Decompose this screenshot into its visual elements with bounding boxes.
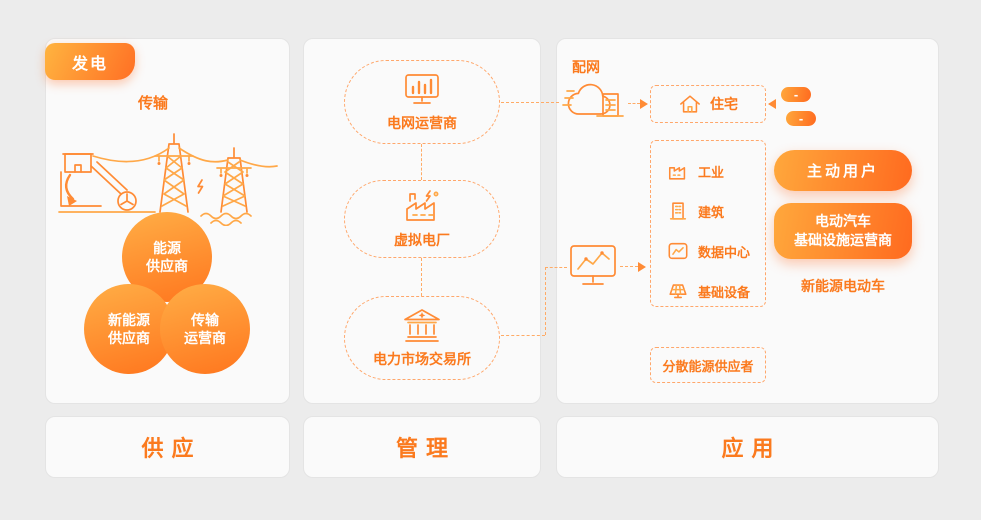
minus-pill-1-label: - xyxy=(793,87,799,102)
arrow-right-icon-residential xyxy=(640,99,648,109)
connector-cloud-to-arrow xyxy=(628,103,640,104)
data-center-icon xyxy=(668,242,688,260)
apply-footer: 应用 xyxy=(556,416,939,478)
consumer-row-industry: 工业 xyxy=(666,151,765,191)
new-energy-supplier-line2: 供应商 xyxy=(108,330,150,346)
arrow-left-icon-residential xyxy=(768,99,776,109)
connector-monitor-to-arrow xyxy=(620,266,638,267)
arrow-right-icon-consumers xyxy=(638,262,646,272)
data-center-label: 数据中心 xyxy=(698,244,751,260)
consumer-row-datacenter: 数据中心 xyxy=(666,231,765,271)
monitor-chart-icon xyxy=(405,73,439,104)
connector-node1-node2 xyxy=(421,144,422,180)
monitor-analytics-icon xyxy=(570,245,616,285)
minus-pill-2-label: - xyxy=(798,111,804,126)
transmission-label: 传输 xyxy=(138,95,169,112)
market-exchange-node: 电力市场交易所 xyxy=(344,296,500,380)
residential-label: 住宅 xyxy=(710,96,738,112)
generation-badge: 发电 xyxy=(45,43,135,80)
ev-infrastructure-operator-button: 电动汽车 基础设施运营商 xyxy=(774,203,912,259)
infrastructure-label: 基础设备 xyxy=(698,284,751,300)
transmission-operator-line1: 传输 xyxy=(191,311,219,328)
virtual-plant-label: 虚拟电厂 xyxy=(394,231,450,248)
active-user-button: 主动用户 xyxy=(774,150,912,191)
bank-icon xyxy=(404,308,440,342)
factory-icon xyxy=(406,189,439,221)
consumer-row-building: 建筑 xyxy=(666,191,765,231)
consumers-group-box: 工业 建筑 数据中心 基础设备 xyxy=(650,140,766,307)
power-plant-illustration xyxy=(58,133,278,226)
industry-icon xyxy=(668,167,686,180)
active-user-label: 主动用户 xyxy=(806,163,879,180)
industry-label: 工业 xyxy=(698,164,725,180)
new-energy-supplier-line1: 新能源 xyxy=(108,311,150,328)
residential-box: 住宅 xyxy=(650,85,766,123)
new-energy-supplier-circle: 新能源 供应商 xyxy=(84,284,174,374)
connector-market-horizontal xyxy=(501,335,545,336)
connector-to-monitor xyxy=(545,267,567,268)
apply-footer-label: 应用 xyxy=(721,436,782,461)
generation-badge-label: 发电 xyxy=(71,55,108,73)
manage-footer: 管理 xyxy=(303,416,541,478)
consumer-row-infrastructure: 基础设备 xyxy=(666,271,765,311)
virtual-plant-node: 虚拟电厂 xyxy=(344,180,500,258)
supply-footer: 供应 xyxy=(45,416,290,478)
supply-footer-label: 供应 xyxy=(141,436,202,461)
building-icon xyxy=(669,202,687,220)
connector-node2-node3 xyxy=(421,258,422,296)
distribution-grid-label: 配网 xyxy=(572,59,600,75)
manage-footer-label: 管理 xyxy=(395,436,456,461)
solar-panel-icon xyxy=(669,284,687,299)
grid-operator-node: 电网运营商 xyxy=(344,60,500,144)
distributed-energy-box: 分散能源供应者 xyxy=(650,347,766,383)
house-icon xyxy=(680,95,700,113)
distributed-energy-label: 分散能源供应者 xyxy=(662,358,754,374)
cloud-network-icon xyxy=(562,83,624,117)
energy-supplier-line1: 能源 xyxy=(153,239,181,256)
ev-note-label: 新能源电动车 xyxy=(801,278,885,294)
building-label: 建筑 xyxy=(698,204,725,220)
minus-pill-1: - xyxy=(781,87,811,102)
connector-market-vertical xyxy=(545,267,546,335)
transmission-operator-line2: 运营商 xyxy=(184,330,226,346)
ev-operator-line1: 电动汽车 xyxy=(815,213,871,230)
grid-operator-label: 电网运营商 xyxy=(387,114,457,131)
energy-supplier-line2: 供应商 xyxy=(146,258,188,274)
connector-grid-to-cloud xyxy=(501,102,559,103)
transmission-operator-circle: 传输 运营商 xyxy=(160,284,250,374)
minus-pill-2: - xyxy=(786,111,816,126)
market-exchange-label: 电力市场交易所 xyxy=(373,350,471,367)
ev-operator-line2: 基础设施运营商 xyxy=(794,232,892,248)
